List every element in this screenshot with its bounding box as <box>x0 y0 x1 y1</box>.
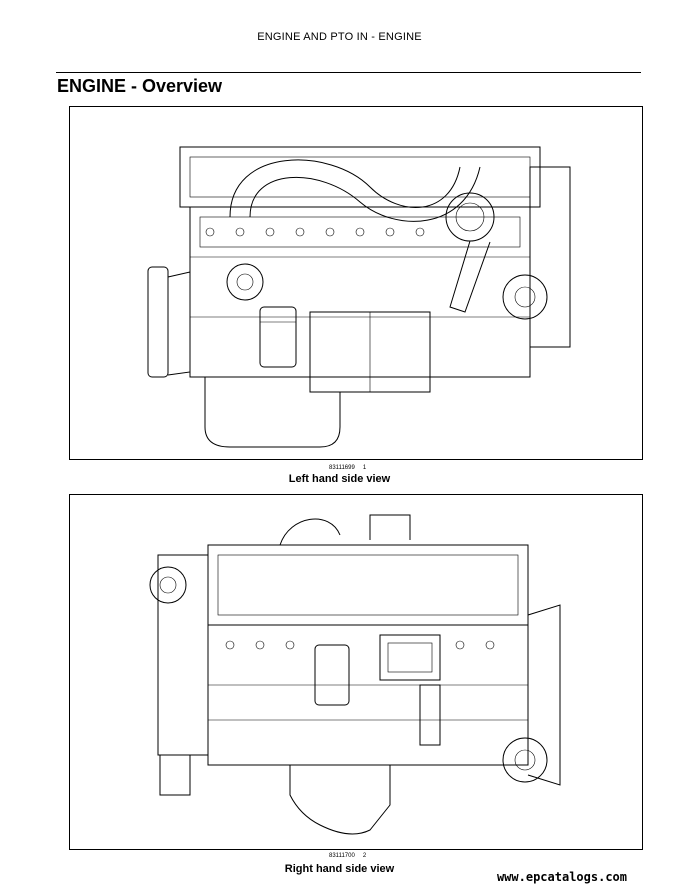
figure-2-ref-code: 83111700 <box>329 853 355 859</box>
watermark: www.epcatalogs.com <box>496 870 627 884</box>
figure-2-caption: Right hand side view <box>284 863 395 875</box>
header-rule <box>56 72 641 73</box>
figure-1-number: 1 <box>362 465 367 471</box>
figure-2-reference: 83111700 2 <box>329 853 366 859</box>
page-header: ENGINE AND PTO IN - ENGINE <box>257 31 422 43</box>
figure-1-frame <box>69 106 643 460</box>
engine-right-side-drawing <box>149 514 561 835</box>
figure-2-frame <box>69 494 643 850</box>
engine-left-side-drawing <box>147 146 571 448</box>
figure-1-ref-code: 83111699 <box>329 465 355 471</box>
figure-2-number: 2 <box>362 853 367 859</box>
figure-1-reference: 83111699 1 <box>329 465 366 471</box>
figure-1-caption: Left hand side view <box>288 473 391 485</box>
section-title: ENGINE - Overview <box>57 76 223 96</box>
